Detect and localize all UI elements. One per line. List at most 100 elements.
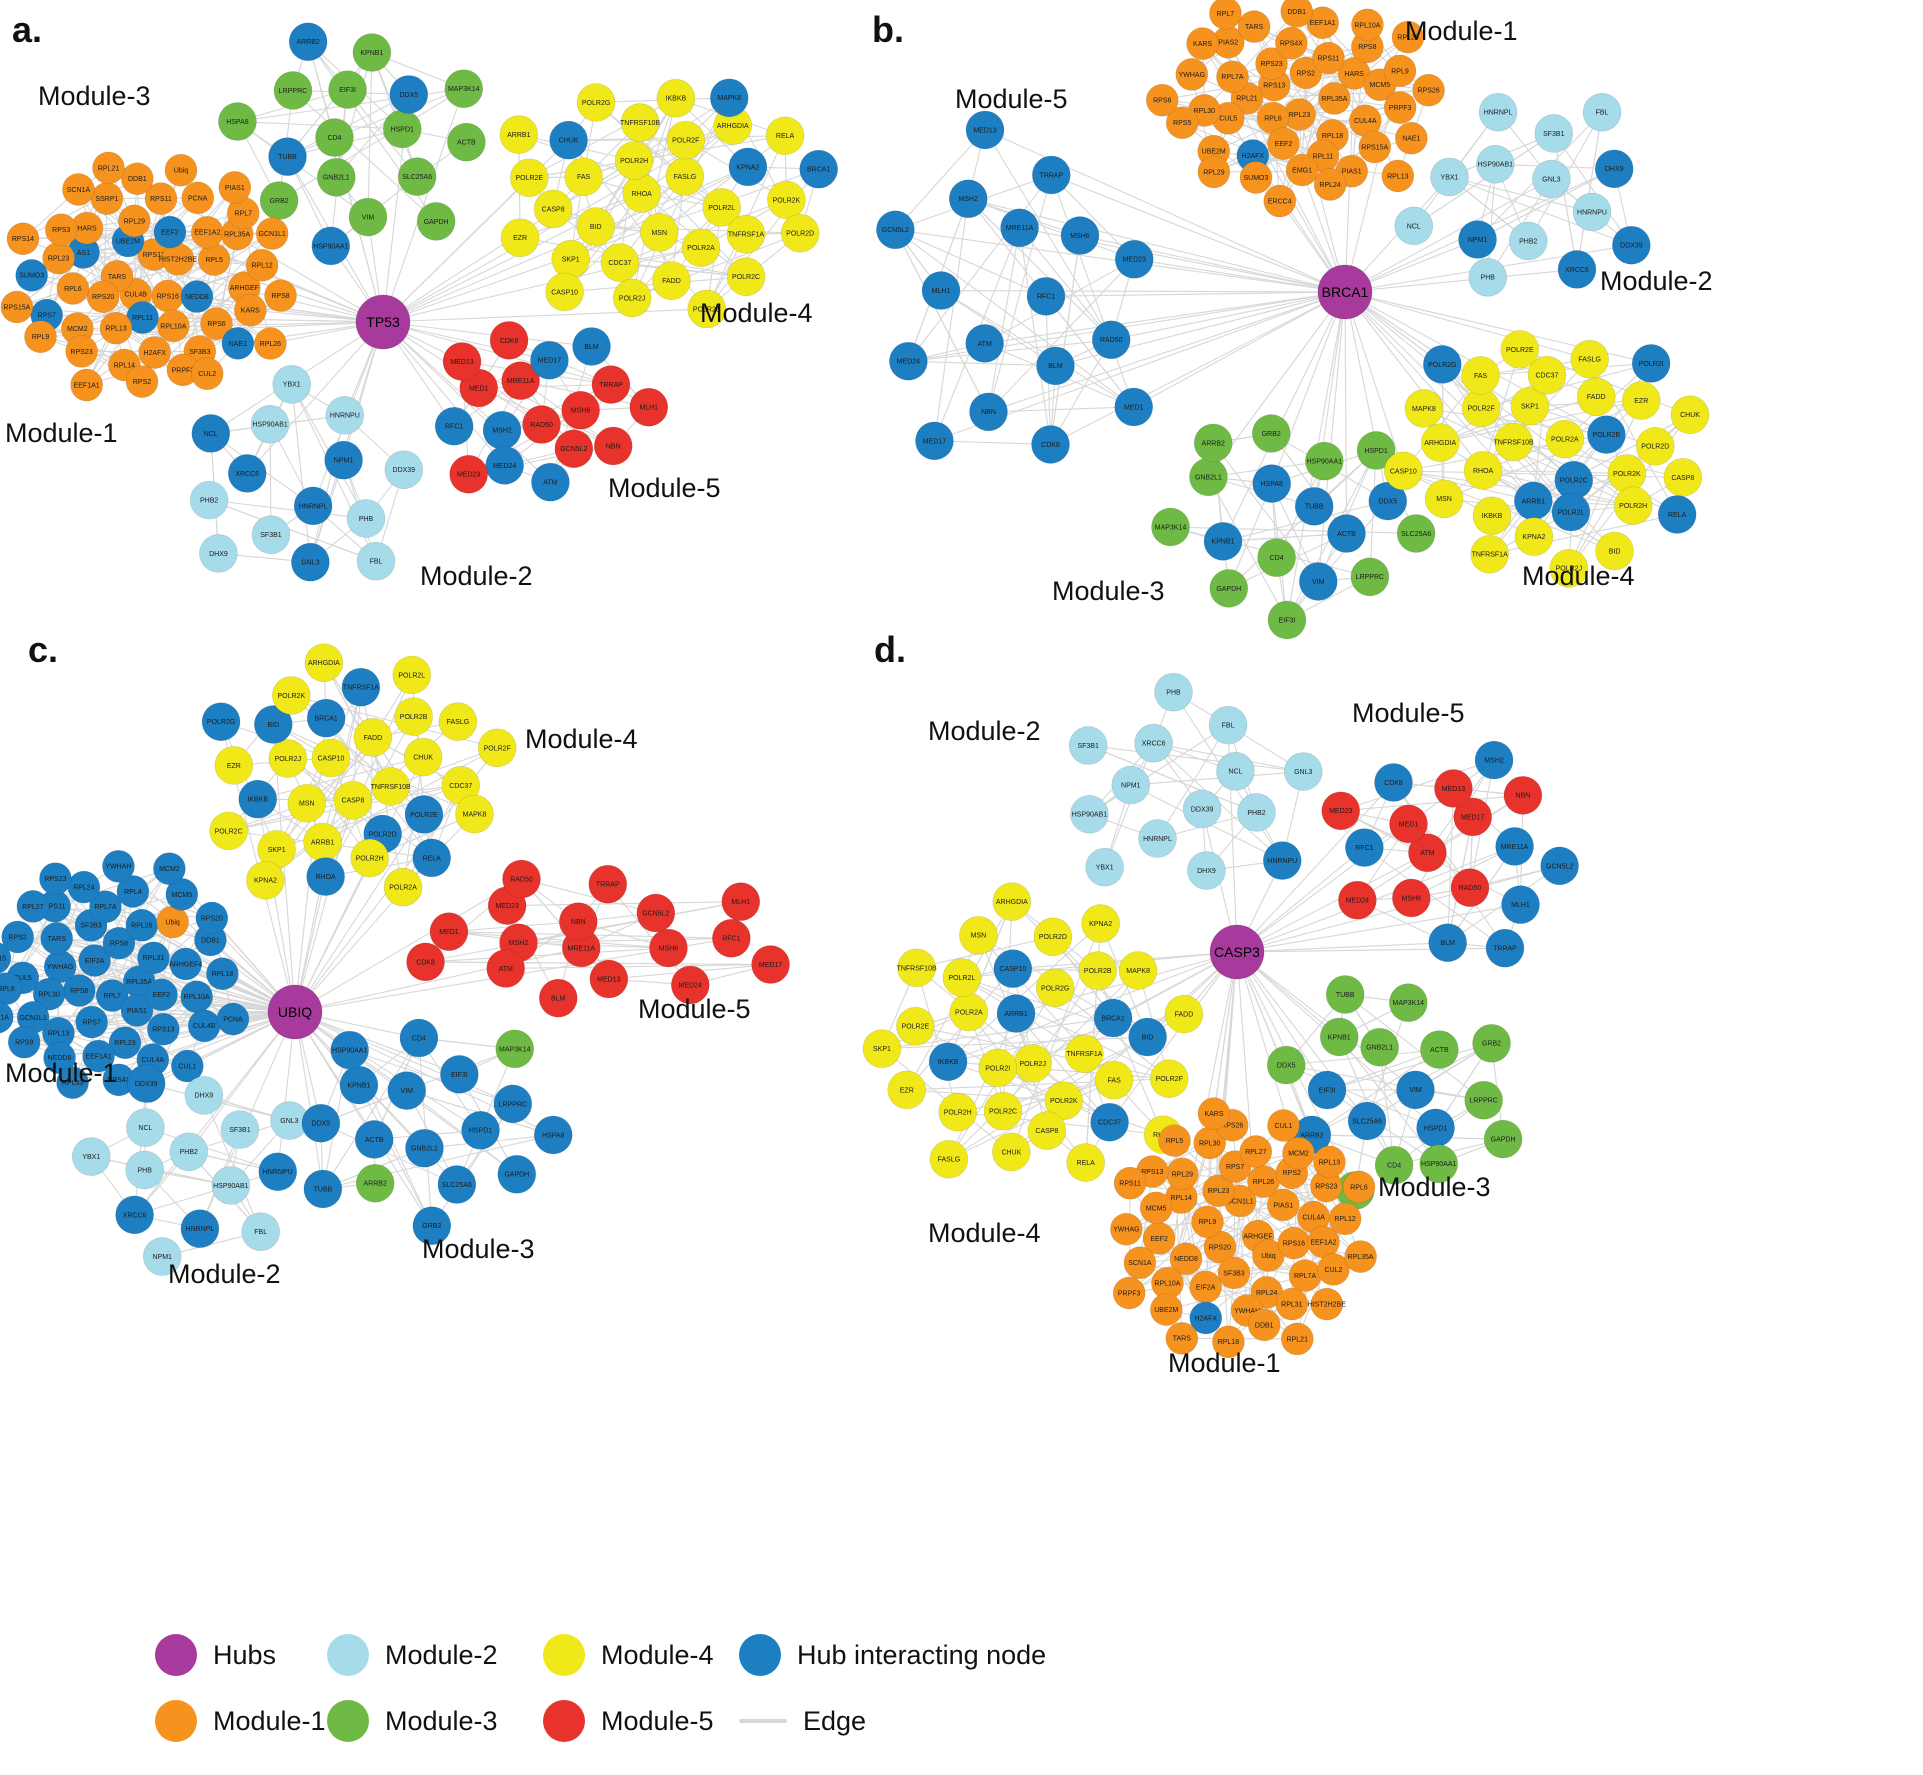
gene-node[interactable]: HSP90AB1	[211, 1166, 251, 1205]
gene-node-circle[interactable]	[1090, 1102, 1129, 1142]
gene-node-circle[interactable]	[353, 718, 393, 757]
gene-node-circle[interactable]	[404, 795, 444, 834]
gene-node[interactable]: NCL	[191, 414, 231, 453]
gene-node[interactable]: POLR2G	[201, 702, 241, 741]
gene-node[interactable]: XRCC6	[115, 1195, 154, 1235]
gene-node[interactable]: MAPK8	[1404, 389, 1444, 428]
gene-node-circle[interactable]	[234, 293, 267, 327]
gene-node[interactable]: CUL1	[1267, 1109, 1300, 1142]
gene-node[interactable]: YWHAG	[1110, 1212, 1143, 1246]
gene-node[interactable]: BLM	[1036, 346, 1075, 386]
gene-node-circle[interactable]	[948, 179, 988, 219]
gene-node[interactable]: H2AFX	[138, 336, 172, 369]
gene-node-circle[interactable]	[780, 213, 820, 253]
gene-node-circle[interactable]	[1197, 1097, 1231, 1130]
gene-node-circle[interactable]	[1151, 507, 1190, 547]
gene-node[interactable]: FAS	[1094, 1060, 1134, 1100]
gene-node[interactable]: SSRP1	[90, 182, 124, 215]
gene-node-circle[interactable]	[1, 920, 34, 954]
gene-node[interactable]: RPL7	[1209, 0, 1242, 30]
gene-node-circle[interactable]	[862, 1029, 902, 1068]
gene-node[interactable]: KPNA2	[1081, 904, 1120, 943]
gene-node-circle[interactable]	[251, 515, 291, 555]
gene-node-circle[interactable]	[1472, 496, 1512, 536]
gene-node[interactable]: HNRNPL	[293, 486, 333, 526]
gene-node-circle[interactable]	[1298, 562, 1338, 601]
gene-node-circle[interactable]	[1257, 538, 1296, 577]
gene-node-circle[interactable]	[387, 1071, 427, 1110]
gene-node-circle[interactable]	[1453, 797, 1492, 837]
gene-node-circle[interactable]	[572, 327, 611, 366]
gene-node[interactable]: IKBKB	[928, 1042, 968, 1082]
gene-node[interactable]: BLM	[538, 978, 578, 1018]
gene-node-circle[interactable]	[1621, 381, 1661, 420]
gene-node[interactable]: FBL	[356, 541, 396, 581]
gene-node[interactable]: GAPDH	[416, 202, 456, 241]
gene-node-circle[interactable]	[530, 340, 569, 380]
gene-node[interactable]: MSN	[639, 213, 679, 252]
gene-node-circle[interactable]	[371, 767, 410, 806]
gene-node[interactable]: MSH6	[649, 928, 688, 968]
gene-node-circle[interactable]	[1374, 1145, 1414, 1185]
gene-node[interactable]: GAPDH	[1483, 1119, 1523, 1159]
gene-node[interactable]: RPS6	[1145, 83, 1179, 117]
gene-node-circle[interactable]	[1158, 1124, 1191, 1157]
hub-node[interactable]: BRCA1	[1317, 264, 1373, 320]
gene-node[interactable]: KPNA2	[728, 147, 768, 187]
gene-node-circle[interactable]	[1503, 776, 1543, 815]
gene-node-circle[interactable]	[86, 280, 120, 314]
gene-node[interactable]: MLH1	[629, 387, 669, 427]
gene-node-circle[interactable]	[355, 1163, 395, 1203]
gene-node[interactable]: RPS20	[195, 901, 229, 935]
gene-node-circle[interactable]	[1494, 422, 1533, 462]
gene-node-circle[interactable]	[392, 655, 432, 695]
gene-node[interactable]: TRRAP	[591, 365, 631, 404]
gene-node[interactable]: POLR2G	[1423, 345, 1462, 384]
gene-node-circle[interactable]	[639, 213, 679, 252]
gene-node[interactable]: SCN1A	[62, 173, 95, 206]
gene-node[interactable]: DDX39	[384, 450, 424, 490]
gene-node[interactable]: ACTB	[1420, 1030, 1459, 1069]
gene-node[interactable]: CHUK	[403, 737, 443, 777]
gene-node[interactable]: EIF2A	[1189, 1270, 1222, 1304]
gene-node-circle[interactable]	[1476, 144, 1515, 184]
gene-node-circle[interactable]	[214, 746, 254, 785]
gene-node-circle[interactable]	[220, 1110, 260, 1149]
gene-node-circle[interactable]	[1289, 56, 1323, 90]
gene-node-circle[interactable]	[1468, 258, 1508, 297]
gene-node[interactable]: CDC37	[600, 243, 640, 282]
gene-node-circle[interactable]	[681, 228, 721, 268]
gene-node[interactable]: CUL2	[190, 357, 224, 391]
gene-node-circle[interactable]	[1463, 451, 1503, 490]
gene-node[interactable]: Ubiq	[156, 905, 189, 939]
gene-node-circle[interactable]	[1247, 1308, 1281, 1342]
gene-node-circle[interactable]	[1351, 8, 1384, 42]
gene-node[interactable]: TNFRSF10B	[1494, 422, 1534, 462]
gene-node[interactable]: POLR2G	[576, 83, 616, 122]
gene-node[interactable]: RPL23	[42, 241, 75, 275]
gene-node-circle[interactable]	[399, 1018, 439, 1058]
gene-node[interactable]: TNFRSF1A	[1065, 1034, 1104, 1074]
gene-node[interactable]: NPM1	[324, 440, 363, 480]
gene-node[interactable]: MLH1	[921, 271, 961, 310]
gene-node[interactable]: SUMO3	[15, 259, 48, 292]
gene-node-circle[interactable]	[0, 1001, 14, 1034]
gene-node-circle[interactable]	[1383, 91, 1417, 124]
gene-node[interactable]: MAPK8	[1118, 951, 1158, 990]
gene-node[interactable]: RPL26	[125, 909, 159, 942]
gene-node-circle[interactable]	[1420, 423, 1460, 462]
gene-node[interactable]: RPL31	[1275, 1287, 1309, 1321]
gene-node-circle[interactable]	[497, 1154, 537, 1194]
gene-node-circle[interactable]	[206, 957, 239, 990]
gene-node-circle[interactable]	[383, 867, 423, 907]
gene-node[interactable]: POLR2J	[268, 739, 308, 778]
gene-node-circle[interactable]	[1068, 726, 1108, 765]
gene-node-circle[interactable]	[356, 541, 396, 581]
gene-node[interactable]: DHX9	[1594, 149, 1634, 189]
gene-node[interactable]: GNB2L1	[316, 158, 356, 197]
gene-node-circle[interactable]	[264, 279, 297, 312]
gene-node-circle[interactable]	[545, 272, 584, 312]
gene-node-circle[interactable]	[434, 406, 474, 446]
gene-node[interactable]: CDK8	[1374, 763, 1413, 802]
gene-node-circle[interactable]	[70, 368, 103, 402]
